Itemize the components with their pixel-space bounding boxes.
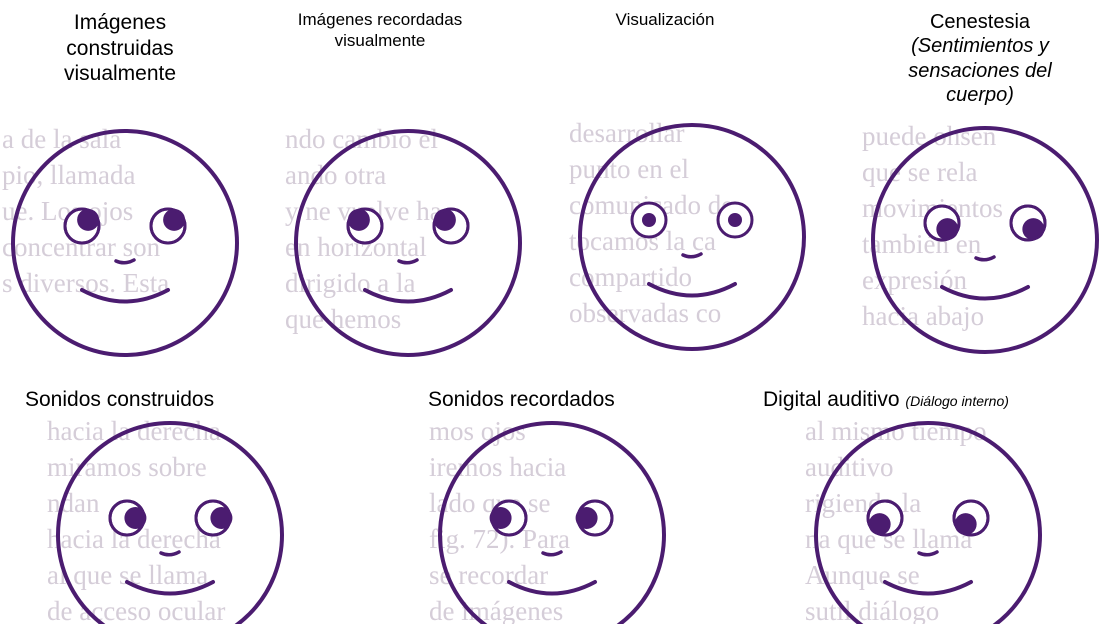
background-text-line: de acceso ocular	[47, 596, 225, 624]
face-outline	[294, 129, 522, 357]
nose	[974, 255, 996, 262]
mouth	[883, 580, 973, 596]
label-sonidos-recordados: Sonidos recordados	[428, 388, 615, 411]
background-text-line: al que se llama	[47, 560, 208, 590]
left-eye-rim	[866, 499, 904, 537]
right-eye-rim	[1009, 204, 1047, 242]
face-outline	[871, 126, 1099, 354]
left-pupil	[642, 213, 656, 227]
right-eye-rim	[432, 207, 470, 245]
right-pupil	[954, 513, 977, 536]
label-visualizacion: Visualización	[615, 10, 715, 29]
nose	[397, 258, 419, 265]
face-outline	[11, 129, 239, 357]
right-eye-rim	[576, 499, 614, 537]
left-eye-rim	[346, 207, 384, 245]
background-text-line: hacia abajo	[862, 301, 984, 331]
mouth	[363, 288, 453, 304]
left-pupil	[347, 208, 370, 231]
nose	[541, 550, 563, 557]
nose	[681, 252, 703, 259]
label-sonidos-construidos: Sonidos construidos	[25, 388, 215, 411]
left-eye-rim	[63, 207, 101, 245]
mouth	[940, 285, 1030, 301]
face-outline	[814, 421, 1042, 624]
left-eye-rim	[108, 499, 146, 537]
background-text-line: que hemos	[285, 304, 401, 334]
mouth	[507, 580, 597, 596]
background-text-line: miramos sobre	[47, 452, 207, 482]
background-text-line: punto en el	[569, 154, 689, 184]
background-text-line: pio, llamada	[2, 160, 135, 190]
left-pupil	[936, 218, 959, 241]
right-eye-rim	[149, 207, 187, 245]
background-text-line: ndan	[47, 488, 100, 518]
label-imagenes-construidas: Imágenes construidas visualmente	[63, 11, 177, 86]
right-pupil	[1022, 218, 1045, 241]
face-outline	[56, 421, 284, 624]
left-pupil	[124, 507, 147, 529]
background-text-line: también en	[862, 229, 982, 259]
mouth	[80, 288, 170, 304]
left-pupil	[868, 513, 891, 536]
background-text-line: observadas co	[569, 298, 721, 328]
right-pupil	[210, 507, 233, 529]
background-text-line: de imágenes	[429, 596, 563, 624]
mouth	[647, 282, 737, 298]
background-text-line: iremos hacia	[429, 452, 566, 482]
right-pupil	[728, 213, 742, 227]
background-text-line: al mismo tiempo	[805, 416, 987, 446]
label-imagenes-recordadas: Imágenes recordadas visualmente	[297, 10, 463, 50]
right-pupil	[163, 208, 186, 231]
face-outline	[578, 123, 806, 351]
background-text-line: puede ohsen	[862, 121, 997, 151]
nose	[917, 550, 939, 557]
left-eye-rim	[923, 204, 961, 242]
nose	[159, 550, 181, 557]
label-cenestesia: Cenestesia (Sentimientos y sensaciones d…	[908, 11, 1052, 107]
left-eye-rim	[490, 499, 528, 537]
left-pupil	[489, 507, 512, 529]
background-text-line: que se rela	[862, 157, 977, 187]
nose	[114, 258, 136, 265]
right-pupil	[433, 208, 456, 231]
face-outline	[438, 421, 666, 624]
right-eye-rim	[952, 499, 990, 537]
label-digital-auditivo: Digital auditivo (Diálogo interno)	[763, 388, 1009, 411]
background-text-line: ando otra	[285, 160, 386, 190]
mouth	[125, 580, 215, 596]
background-text-line: desarrollar	[569, 118, 684, 148]
background-text-line: sutil diálogo	[805, 596, 939, 624]
right-pupil	[575, 507, 598, 529]
right-eye-rim	[194, 499, 232, 537]
left-pupil	[77, 208, 100, 231]
